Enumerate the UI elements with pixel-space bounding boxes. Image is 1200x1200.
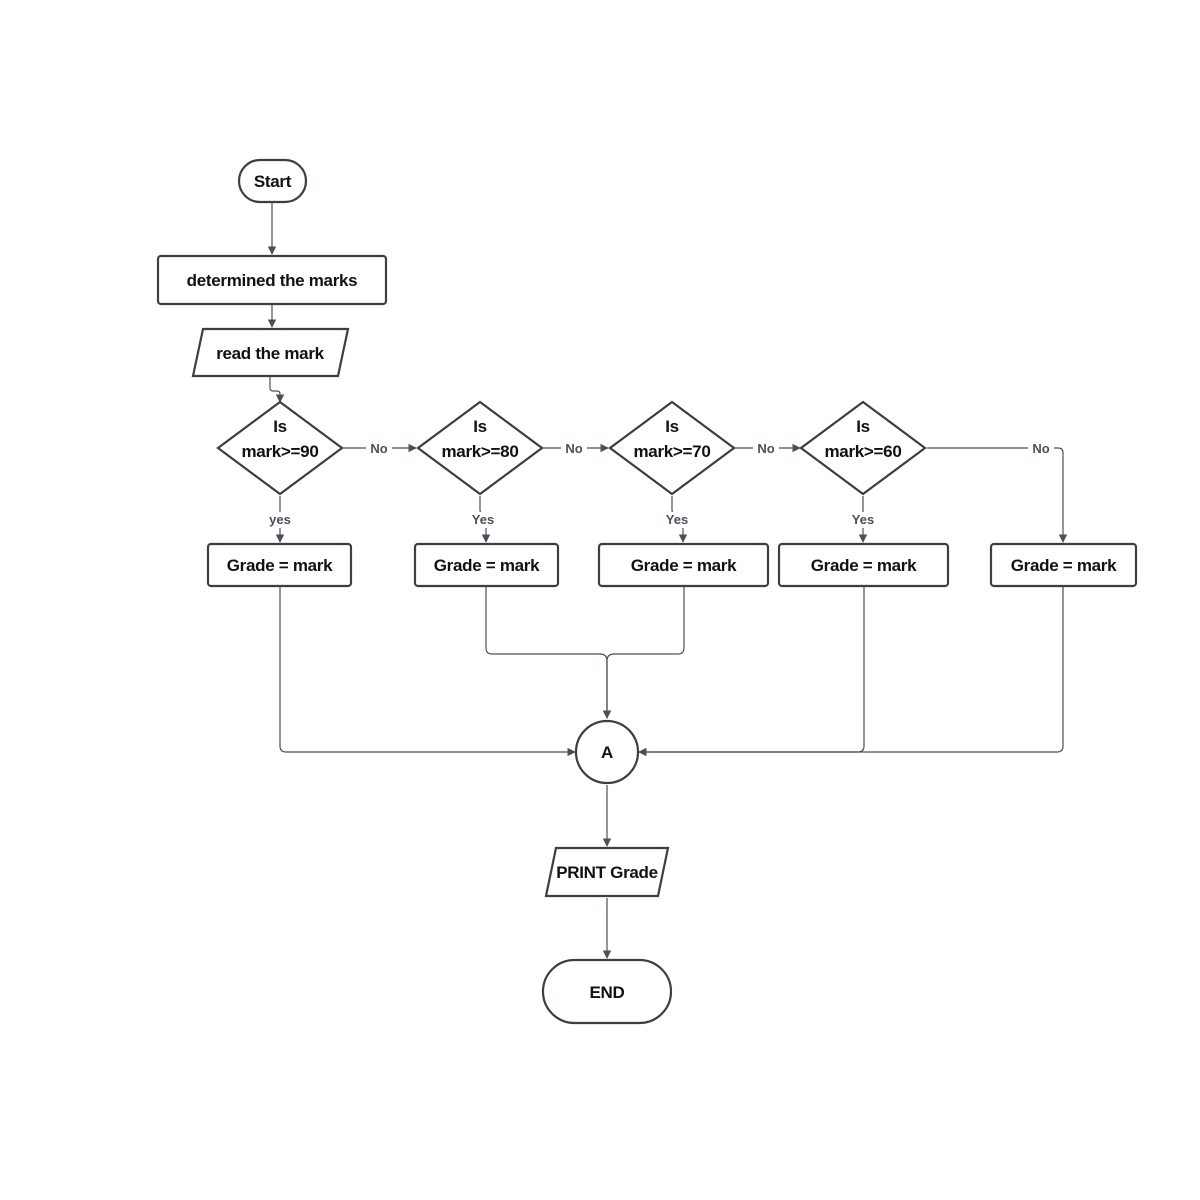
print-label: PRINT Grade: [556, 863, 658, 882]
decision-80-line1: Is: [473, 417, 487, 436]
read-label: read the mark: [216, 344, 324, 363]
node-decision-90: Is mark>=90: [216, 400, 344, 496]
grade-1-process-box: [206, 542, 353, 588]
decision-70-line1: Is: [665, 417, 679, 436]
edge-label-no-80: No: [565, 441, 582, 456]
decision-80-diamond: [416, 400, 544, 496]
decision-90-line2: mark>=90: [241, 442, 318, 461]
end-label: END: [590, 983, 625, 1002]
determine-label: determined the marks: [187, 271, 358, 290]
decision-90-line1: Is: [273, 417, 287, 436]
node-grade-4: Grade = mark: [777, 542, 950, 588]
decision-80-line2: mark>=80: [441, 442, 518, 461]
decision-60-diamond: [799, 400, 927, 496]
start-terminator: [237, 158, 308, 204]
connector-a-circle: [574, 719, 640, 785]
node-decision-60: Is mark>=60: [799, 400, 927, 496]
node-decision-80: Is mark>=80: [416, 400, 544, 496]
edge-grade-1-to-a: [279, 587, 576, 757]
node-grade-5: Grade = mark: [989, 542, 1138, 588]
node-start: Start: [237, 158, 308, 204]
edge-grade-3-to-a: [602, 587, 685, 719]
connector-a-label: A: [601, 743, 613, 762]
edge-label-yes-70: Yes: [666, 512, 688, 527]
node-print: PRINT Grade: [544, 846, 670, 898]
grade-3-label: Grade = mark: [631, 556, 737, 575]
edge-grade-2-to-a: [485, 587, 612, 719]
grade-5-label: Grade = mark: [1011, 556, 1117, 575]
grade-4-label: Grade = mark: [811, 556, 917, 575]
read-io-parallelogram: [191, 327, 350, 378]
grade-2-process-box: [413, 542, 560, 588]
edge-grade-5-to-a: [638, 587, 1064, 757]
print-io-parallelogram: [544, 846, 670, 898]
decision-90-diamond: [216, 400, 344, 496]
edge-read-to-decision-90: [269, 377, 285, 403]
decision-60-line1: Is: [856, 417, 870, 436]
node-read: read the mark: [191, 327, 350, 378]
grade-2-label: Grade = mark: [434, 556, 540, 575]
edge-label-no-70: No: [757, 441, 774, 456]
edge-grade-4-to-a: [638, 587, 865, 757]
determine-process-box: [156, 254, 388, 306]
grade-1-label: Grade = mark: [227, 556, 333, 575]
decision-70-diamond: [608, 400, 736, 496]
grade-3-process-box: [597, 542, 770, 588]
node-decision-70: Is mark>=70: [608, 400, 736, 496]
edge-labels: No No No No yes Yes Yes Yes: [266, 440, 1054, 528]
node-grade-2: Grade = mark: [413, 542, 560, 588]
decision-60-line2: mark>=60: [824, 442, 901, 461]
edge-label-no-90: No: [370, 441, 387, 456]
edge-label-yes-60: Yes: [852, 512, 874, 527]
decision-70-line2: mark>=70: [633, 442, 710, 461]
edge-no-60: [927, 447, 1068, 543]
grade-5-process-box: [989, 542, 1138, 588]
node-end: END: [541, 958, 673, 1025]
node-grade-3: Grade = mark: [597, 542, 770, 588]
edge-label-no-60: No: [1032, 441, 1049, 456]
node-connector-a: A: [574, 719, 640, 785]
node-grade-1: Grade = mark: [206, 542, 353, 588]
edge-label-yes-90: yes: [269, 512, 291, 527]
end-terminator: [541, 958, 673, 1025]
grade-4-process-box: [777, 542, 950, 588]
edge-label-yes-80: Yes: [472, 512, 494, 527]
edges: [267, 202, 1068, 959]
node-determine: determined the marks: [156, 254, 388, 306]
start-label: Start: [254, 172, 292, 191]
